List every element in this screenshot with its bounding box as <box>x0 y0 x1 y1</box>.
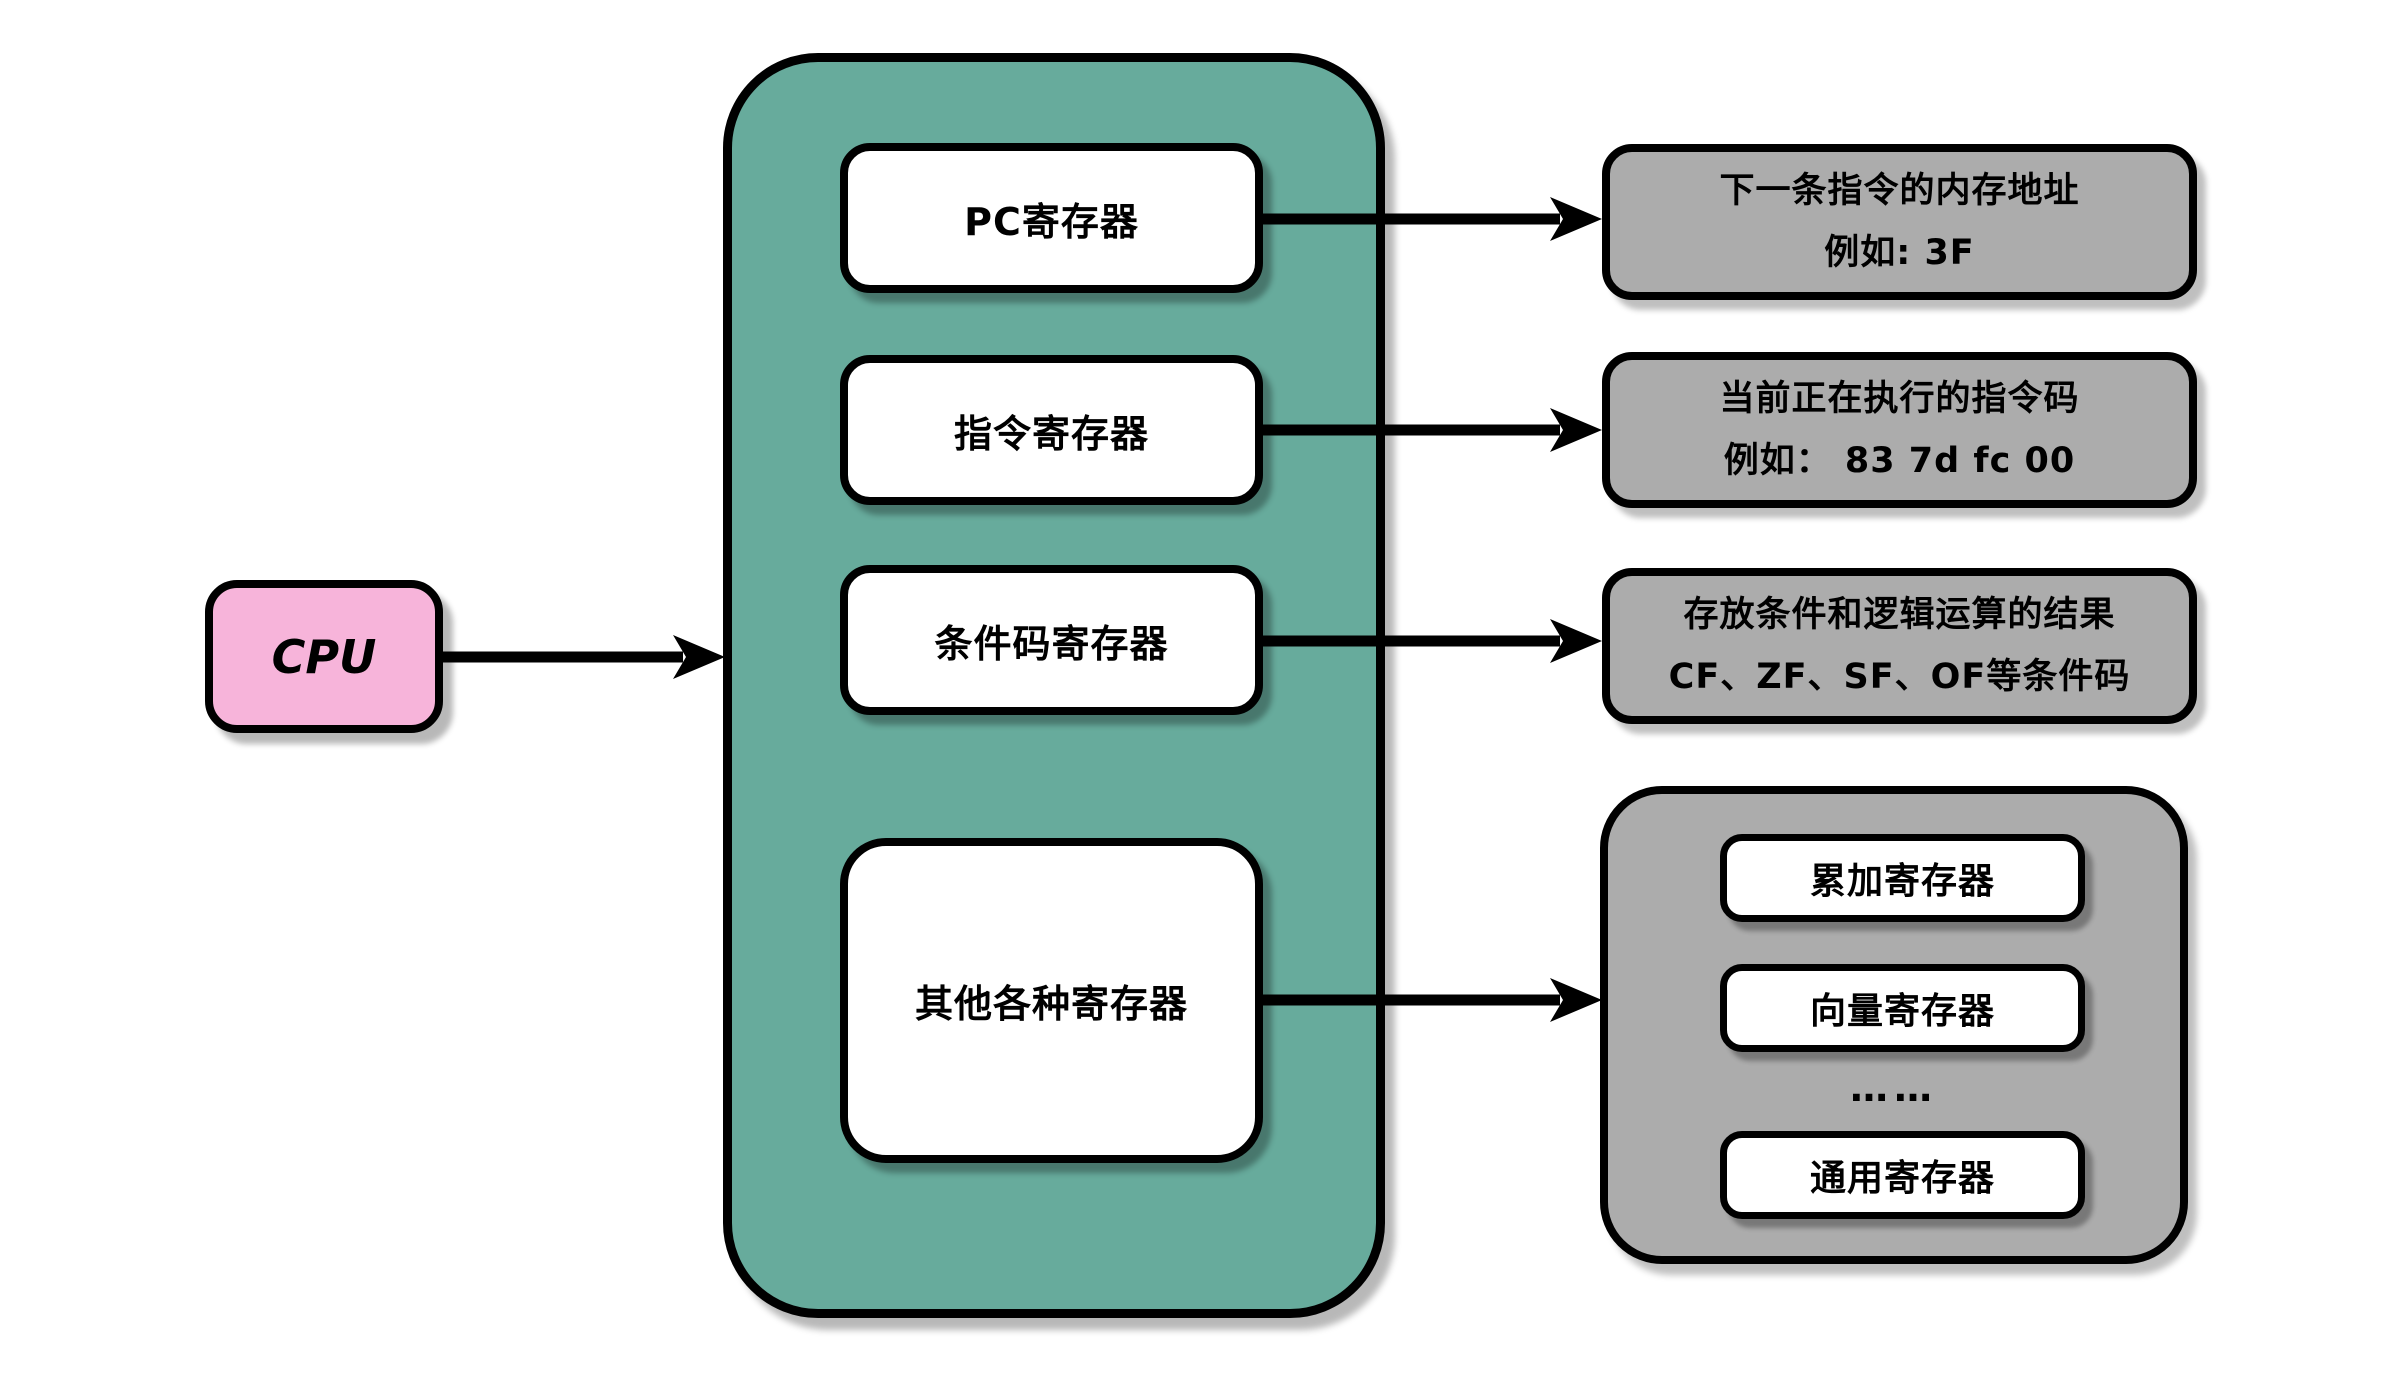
vector-register-label: 向量寄存器 <box>1809 991 1995 1032</box>
annotation-instruction-line2: 例如： 83 7d fc 00 <box>1723 441 2076 481</box>
arrow-other-to-panel <box>1260 977 1602 1023</box>
cpu-label: CPU <box>271 629 377 684</box>
vector-register-box: 向量寄存器 <box>1720 964 2085 1052</box>
general-purpose-register-label: 通用寄存器 <box>1809 1158 1995 1199</box>
annotation-pc-line1: 下一条指令的内存地址 <box>1719 171 2080 211</box>
annotation-instruction: 当前正在执行的指令码 例如： 83 7d fc 00 <box>1602 352 2197 508</box>
arrow-instruction-to-annotation <box>1261 407 1602 453</box>
annotation-pc: 下一条指令的内存地址 例如: 3F <box>1602 144 2197 300</box>
accumulator-register-box: 累加寄存器 <box>1720 834 2085 922</box>
arrow-pc-to-annotation <box>1261 196 1602 242</box>
annotation-pc-line2: 例如: 3F <box>1824 233 1975 273</box>
annotation-condition-code-line2: CF、ZF、SF、OF等条件码 <box>1668 657 2131 697</box>
register-box-other: 其他各种寄存器 <box>840 838 1263 1163</box>
other-registers-panel: 累加寄存器 向量寄存器 …… 通用寄存器 <box>1600 786 2188 1264</box>
register-box-pc: PC寄存器 <box>840 143 1263 293</box>
annotation-condition-code-line1: 存放条件和逻辑运算的结果 <box>1683 595 2116 635</box>
register-label-other: 其他各种寄存器 <box>914 982 1188 1026</box>
arrow-condition-code-to-annotation <box>1261 618 1602 664</box>
register-box-condition-code: 条件码寄存器 <box>840 565 1263 715</box>
arrow-cpu-to-registers <box>441 634 725 680</box>
register-label-pc: PC寄存器 <box>964 199 1139 244</box>
annotation-condition-code: 存放条件和逻辑运算的结果 CF、ZF、SF、OF等条件码 <box>1602 568 2197 724</box>
more-registers-ellipsis: …… <box>1850 1066 1938 1110</box>
accumulator-register-label: 累加寄存器 <box>1809 861 1995 902</box>
register-label-condition-code: 条件码寄存器 <box>934 621 1169 666</box>
register-box-instruction: 指令寄存器 <box>840 355 1263 505</box>
annotation-instruction-line1: 当前正在执行的指令码 <box>1719 379 2080 419</box>
register-label-instruction: 指令寄存器 <box>953 411 1149 456</box>
general-purpose-register-box: 通用寄存器 <box>1720 1131 2085 1219</box>
cpu-node: CPU <box>205 580 443 733</box>
